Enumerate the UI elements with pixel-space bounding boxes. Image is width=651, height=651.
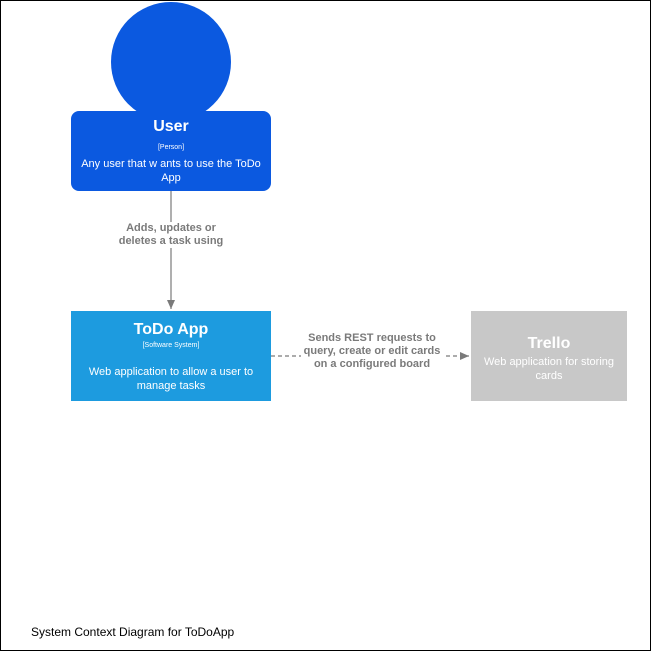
person-name: User [153, 118, 189, 135]
system-description: Web application to allow a user to manag… [88, 366, 254, 392]
person-user-node[interactable]: User [Person] Any user that w ants to us… [71, 111, 271, 191]
person-head-shape [111, 2, 231, 122]
external-system-description: Web application for storing cards [483, 356, 615, 382]
external-system-trello-node[interactable]: Trello Web application for storing cards [471, 311, 627, 401]
person-type: [Person] [157, 144, 185, 151]
system-type: [Software System] [142, 342, 200, 349]
external-system-name: Trello [527, 335, 571, 352]
person-description: Any user that w ants to use the ToDo App [81, 158, 261, 184]
diagram-caption: System Context Diagram for ToDoApp [31, 625, 235, 639]
system-name: ToDo App [133, 321, 209, 338]
edge-label-user-to-todo: Adds, updates or deletes a task using [113, 222, 229, 248]
edge-label-todo-to-trello: Sends REST requests to query, create or … [301, 332, 443, 371]
software-system-todo-node[interactable]: ToDo App [Software System] Web applicati… [71, 311, 271, 401]
